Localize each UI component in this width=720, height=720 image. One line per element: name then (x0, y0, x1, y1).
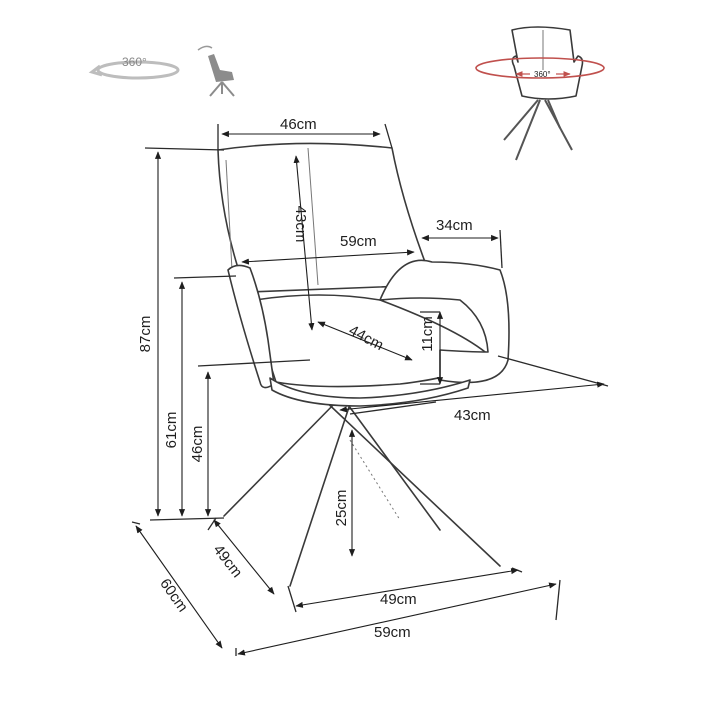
chair-drawing (217, 142, 510, 587)
label-width-arm-to-arm: 59cm (340, 233, 377, 250)
rotation-360-label: 360° (122, 55, 147, 69)
rotation-360-icon: 360° (88, 55, 180, 80)
dim-line-43cm-back (293, 155, 315, 331)
label-seat-to-ground: 25cm (333, 490, 350, 527)
label-armrest-above-seat: 11cm (419, 316, 436, 352)
label-base-width: 49cm (380, 591, 417, 608)
label-overall-depth: 60cm (156, 576, 191, 616)
label-height-seat: 46cm (189, 426, 206, 463)
dim-line-59cm-width (237, 582, 557, 656)
swivel-chair-icon (197, 45, 235, 97)
thumbnail-360-label: 360° (534, 70, 551, 79)
dim-line-49cm-depth (213, 519, 275, 595)
label-width-back: 46cm (280, 116, 317, 133)
dim-line-43cm-seat (339, 381, 605, 413)
chair-thumbnail-image: 360° (475, 26, 605, 161)
label-base-depth: 49cm (210, 542, 246, 581)
dim-line-60cm (135, 525, 223, 649)
red-rotation-ring (475, 57, 605, 79)
label-seat-width: 43cm (454, 407, 491, 424)
dimension-lines (135, 130, 605, 656)
dim-line-59cm-arm (241, 249, 415, 265)
label-height-armrest: 61cm (163, 412, 180, 449)
label-height-total: 87cm (137, 316, 154, 353)
label-overall-width: 59cm (374, 624, 411, 641)
label-height-backrest: 43cm (292, 206, 309, 243)
label-armrest-depth: 34cm (436, 217, 473, 234)
dim-line-44cm (317, 321, 413, 361)
